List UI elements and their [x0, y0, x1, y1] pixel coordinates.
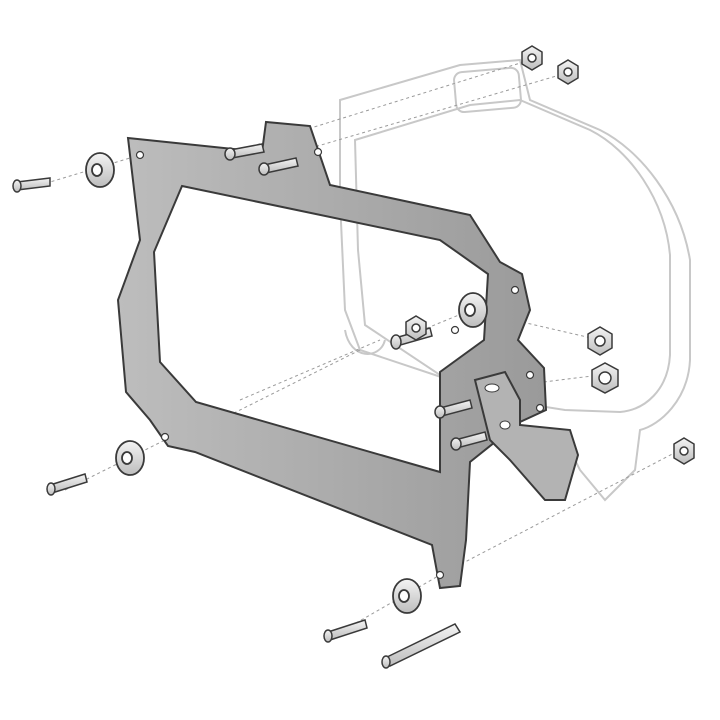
pin-icon [381, 623, 462, 669]
nut-icon [521, 45, 543, 71]
bolt-icon [258, 157, 299, 176]
main-adapter-bracket [116, 120, 548, 590]
bolt-icon [12, 177, 51, 193]
bolt-icon [323, 619, 368, 643]
nut-icon [405, 315, 427, 341]
nut-icon [557, 59, 579, 85]
washers [85, 152, 488, 614]
bolt-icon [450, 431, 488, 451]
spacer-icon [392, 578, 422, 614]
bolts [12, 143, 488, 669]
nut-icon [673, 437, 695, 465]
spacer-icon [458, 292, 488, 328]
bolt-icon [434, 399, 473, 419]
mounting-plate [473, 370, 580, 501]
spacer-icon [85, 152, 115, 188]
bolt-icon [46, 473, 88, 496]
nut-icon [587, 326, 613, 356]
spacer-icon [115, 440, 145, 476]
nuts [405, 45, 695, 465]
bolt-icon [224, 143, 265, 161]
nut-icon [591, 362, 619, 394]
